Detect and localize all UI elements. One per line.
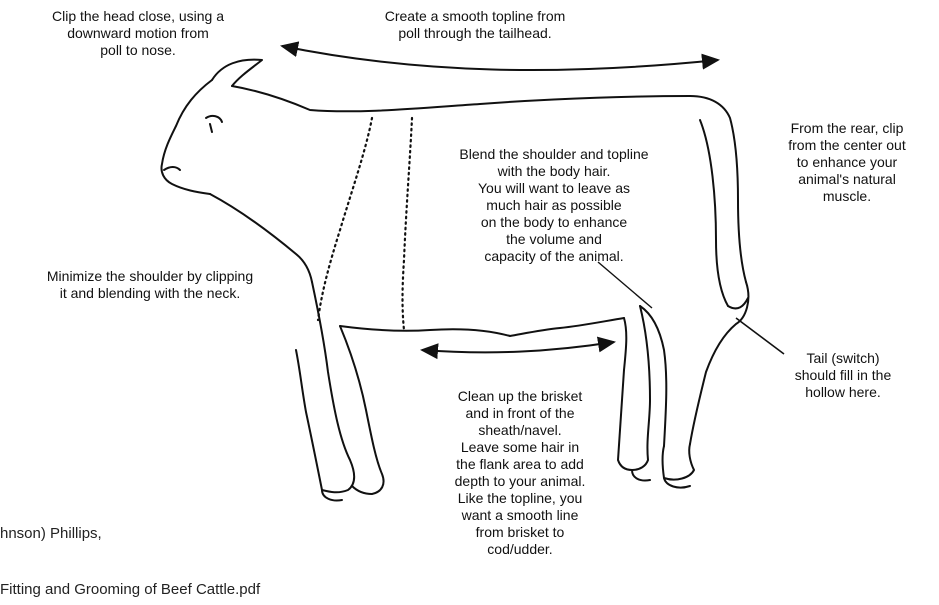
annotation-topline: Create a smooth topline from poll throug… [350,8,600,42]
annotation-head: Clip the head close, using a downward mo… [18,8,258,59]
annotation-tail: Tail (switch) should fill in the hollow … [768,350,918,401]
annotation-rear: From the rear, clip from the center out … [762,120,932,205]
topline-arrow-icon [282,46,718,70]
background-filename-fragment: Fitting and Grooming of Beef Cattle.pdf [0,581,260,599]
brisket-arrow-icon [422,342,614,352]
background-author-fragment: hnson) Phillips, [0,525,102,543]
tail-pointer-line-icon [736,318,784,354]
annotation-body: Blend the shoulder and topline with the … [412,146,696,265]
annotation-shoulder: Minimize the shoulder by clipping it and… [6,268,294,302]
shoulder-dotted-line [318,118,412,330]
body-pointer-line-icon [598,262,652,308]
annotation-brisket: Clean up the brisket and in front of the… [420,388,620,558]
